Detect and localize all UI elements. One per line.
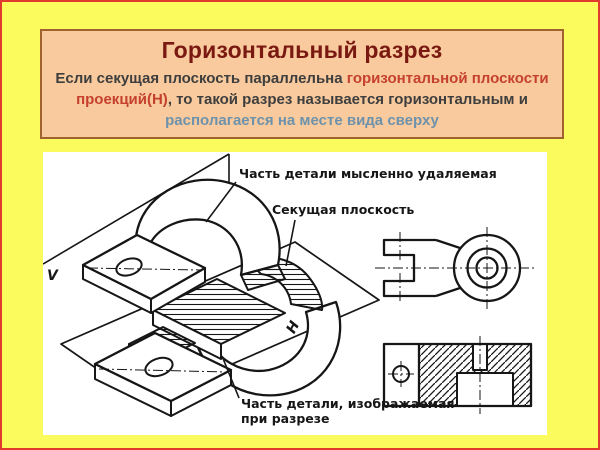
- top-view-fork-outline: [382, 238, 436, 298]
- upper-arch: [134, 178, 281, 277]
- body-line1-red: горизонтальной плоскости: [346, 70, 549, 87]
- section-notch-cutout: [456, 372, 514, 407]
- label-section-part-line2: при разрезе: [241, 411, 330, 426]
- upper-half: [81, 178, 286, 314]
- upper-plate-hole: [115, 257, 143, 277]
- label-section-part-line1: Часть детали, изображаемая: [241, 396, 454, 411]
- page-title: Горизонтальный разрез: [161, 37, 443, 63]
- body-line1-dark: Если секущая плоскость параллельна: [55, 70, 347, 87]
- figure-panel: V H Часть детали мысленно удаляе: [42, 152, 547, 435]
- base-plate-centerline: [98, 368, 228, 373]
- top-view: [375, 227, 537, 309]
- upper-plate-centerline: [87, 267, 202, 271]
- base-plate-hole: [144, 356, 174, 378]
- label-cutting-plane: Секущая плоскость: [272, 202, 414, 217]
- body-line2-red: проекций(Н): [76, 91, 168, 108]
- header-box: Горизонтальный разрез Если секущая плоск…: [40, 29, 564, 139]
- section-hole-crosshair: [388, 361, 414, 387]
- upper-plate-top: [81, 233, 207, 301]
- figure-labels: Часть детали мысленно удаляемая Секущая …: [239, 166, 497, 426]
- lower-half: [93, 256, 342, 417]
- header-text: Если секущая плоскость параллельна гориз…: [42, 68, 562, 131]
- fork-tangent-bottom: [435, 286, 461, 298]
- leader-section-part: [221, 355, 240, 399]
- v-plane-edge: [42, 153, 230, 265]
- leader-removed-part: [205, 181, 237, 223]
- fork-tangent-top: [435, 238, 461, 250]
- top-view-centerlines: [375, 227, 537, 309]
- cut-step-front: [152, 309, 222, 360]
- section-outline: [382, 342, 533, 408]
- section-view: [382, 336, 533, 414]
- upper-cut-face: [240, 264, 286, 291]
- technical-drawing: V H Часть детали мысленно удаляе: [42, 153, 537, 426]
- label-v-plane: V: [47, 268, 59, 284]
- label-removed-part: Часть детали мысленно удаляемая: [239, 166, 497, 181]
- leader-lines: [205, 181, 296, 399]
- leader-cutting-plane: [285, 219, 296, 267]
- body-line3-blue: располагается на месте вида сверху: [165, 112, 439, 129]
- body-line2-dark: , то такой разрез называется горизонталь…: [167, 91, 528, 108]
